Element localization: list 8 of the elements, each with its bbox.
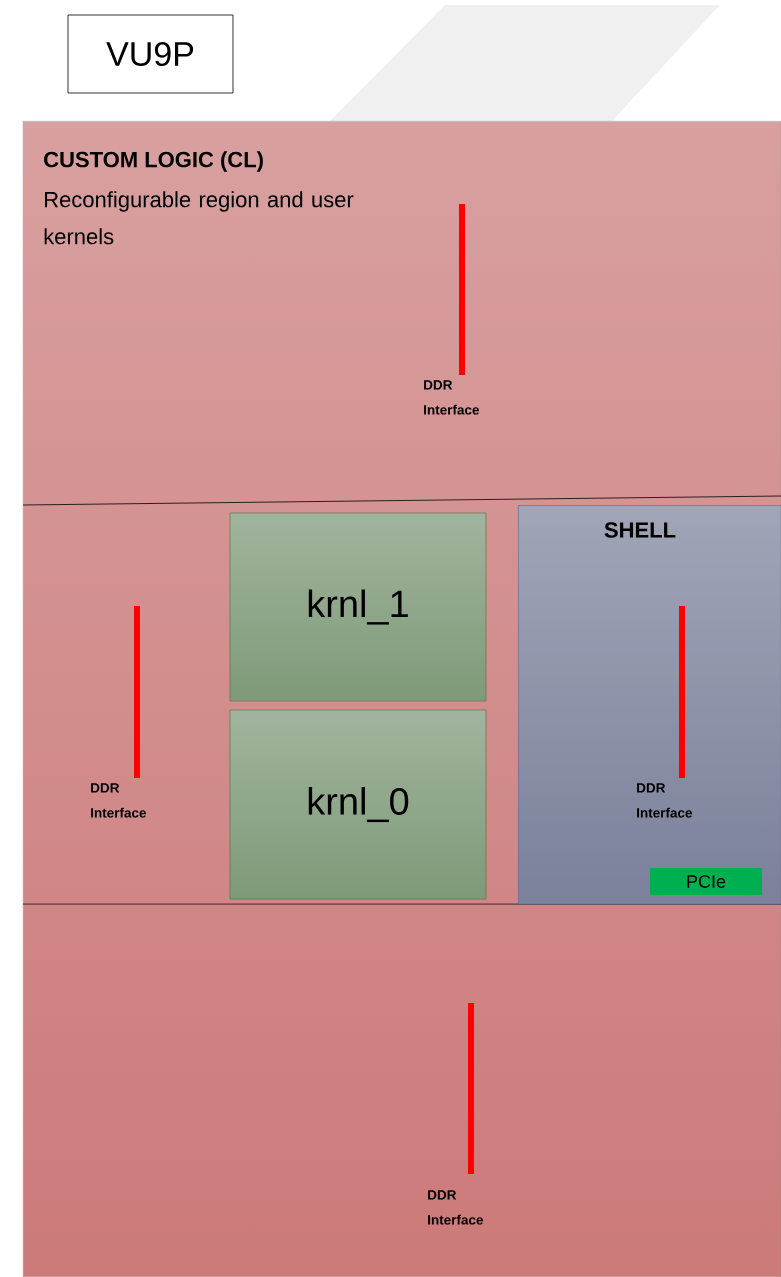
- interface-label: DDR Interface: [637, 783, 692, 818]
- interface-label: DDR Interface: [424, 380, 479, 415]
- pcie-box: PCIe: [650, 868, 762, 895]
- interface-label: DDR Interface: [428, 1190, 483, 1225]
- kernel-box: krnl_0: [229, 709, 487, 900]
- interface-label: DDR Interface: [91, 783, 146, 818]
- chip-label-box: VU9P: [67, 14, 234, 94]
- kernel-box: krnl_1: [229, 512, 487, 702]
